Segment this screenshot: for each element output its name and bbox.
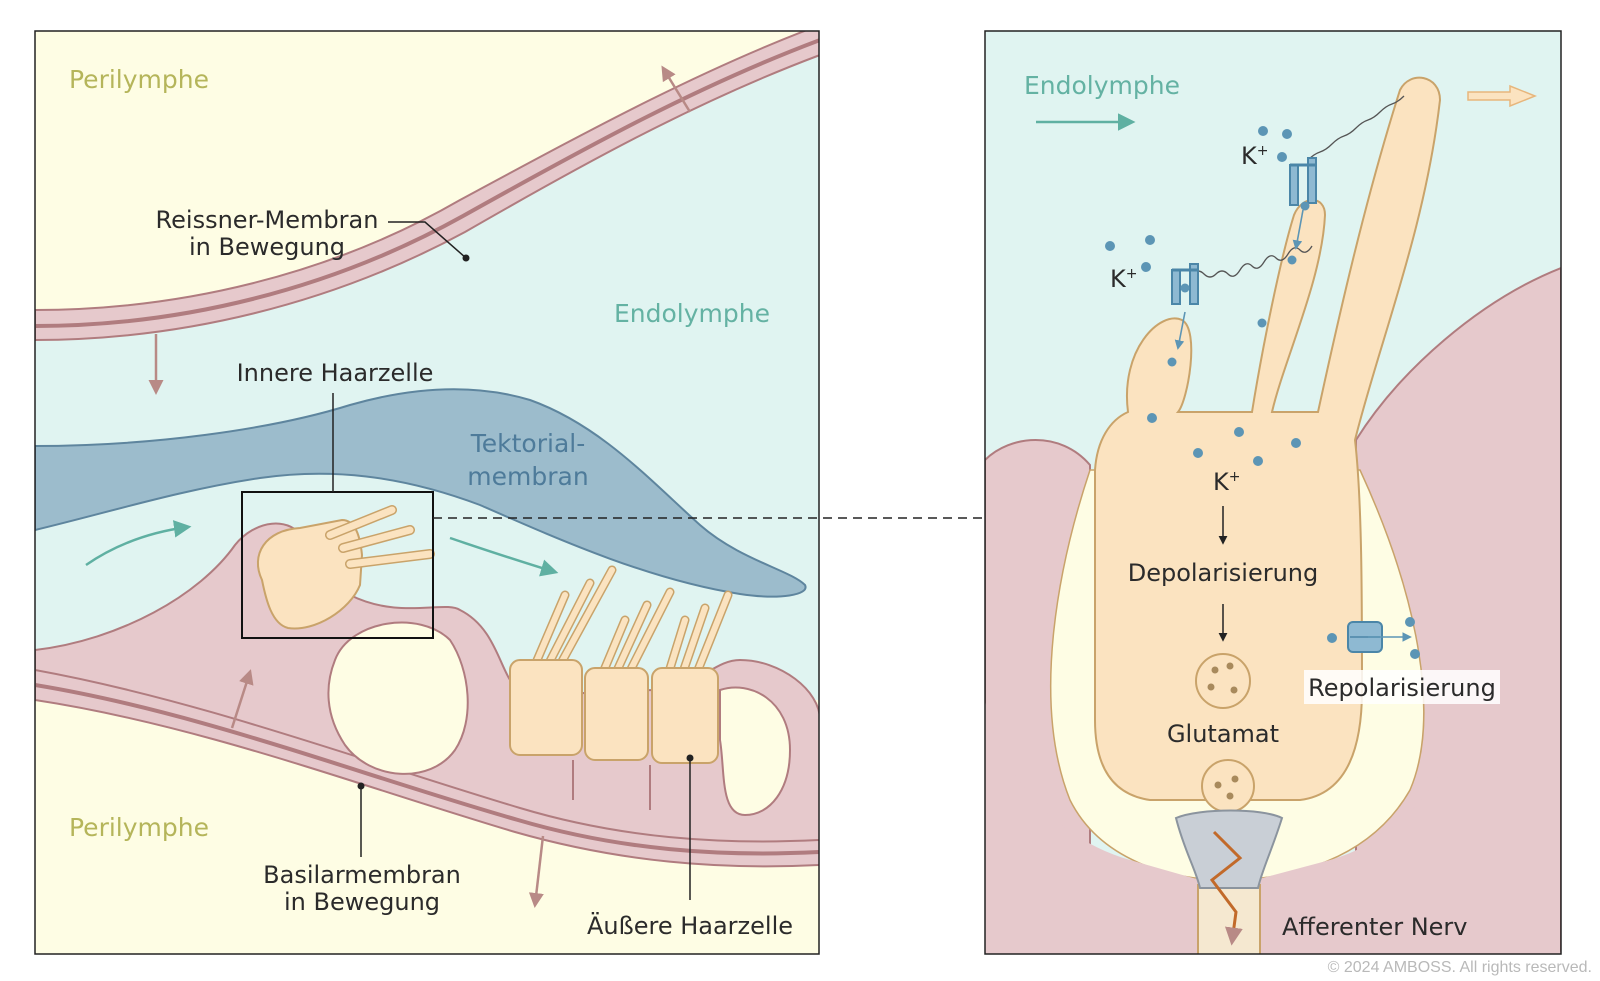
mechanotransduction-channel-1 [1171, 263, 1199, 305]
mechanotransduction-channel-2 [1289, 157, 1317, 206]
reissner-leader [388, 221, 467, 259]
k-ion-symbol: K [1241, 142, 1258, 170]
k-influx-arrow-2 [1292, 209, 1304, 250]
action-potential-arrow [1209, 830, 1243, 946]
k-ion-charge: + [1126, 266, 1138, 282]
k-ion-symbol: K [1110, 265, 1127, 293]
left-panel: Perilymphe Endolymphe Reissner-Membran i… [35, 31, 819, 954]
k-ion-label-2: K+ [1110, 265, 1137, 293]
inner-hair-cell [256, 505, 435, 630]
releasing-vesicle [1201, 759, 1255, 813]
depolarisierung-label: Depolarisierung [1128, 559, 1319, 587]
basilar-label-line2: in Bewegung [284, 888, 440, 916]
afferent-nerve [1174, 809, 1284, 954]
reissner-up-arrow [661, 65, 692, 113]
copyright-notice: © 2024 AMBOSS. All rights reserved. [1327, 959, 1592, 976]
right-panel: Endolymphe K+ K+ K+ Depolarisierung Glut… [985, 31, 1561, 954]
zoom-box [241, 491, 434, 639]
endolymph-flow-arrow-1 [85, 520, 192, 567]
tectorial-membrane [35, 388, 807, 598]
tunnel-of-corti [327, 621, 469, 775]
stereocilia-deflection-arrow [1467, 84, 1538, 108]
k-ion-label-1: K+ [1241, 142, 1268, 170]
tektorial-label-line2: membran [467, 462, 588, 491]
basilar-label-line1: Basilarmembran [263, 861, 461, 889]
basilar-down-arrow [528, 835, 545, 908]
repolarisierung-label: Repolarisierung [1308, 674, 1496, 702]
reissner-label-line1: Reissner-Membran [156, 206, 379, 234]
endolymph-flow-arrow-2 [449, 536, 559, 577]
endolymphe-right-label: Endolymphe [1024, 71, 1180, 100]
innere-haarzelle-label: Innere Haarzelle [237, 359, 434, 387]
aeussere-haarzelle-label: Äußere Haarzelle [587, 911, 793, 940]
k-ion-label-3: K+ [1213, 468, 1240, 496]
potassium-ions [1105, 126, 1420, 659]
tip-link-2 [1307, 95, 1405, 161]
k-influx-arrow-1 [1174, 311, 1186, 350]
k-ion-symbol: K [1213, 468, 1230, 496]
perilymphe-top-label: Perilymphe [69, 65, 209, 94]
tektorial-label-line1: Tektorial- [470, 429, 586, 458]
reissner-membrane [35, 31, 819, 342]
k-ion-charge: + [1257, 143, 1269, 159]
outer-hair-cells [509, 565, 733, 810]
basilar-up-arrow [230, 669, 254, 729]
glutamate-vesicle [1195, 653, 1251, 709]
basilar-membrane [35, 668, 819, 868]
hair-cell-magnified [1094, 76, 1442, 801]
tip-link-1 [1191, 245, 1313, 278]
glutamat-label: Glutamat [1167, 720, 1279, 748]
perilymphe-bottom-label: Perilymphe [69, 813, 209, 842]
endolymphe-label: Endolymphe [614, 299, 770, 328]
reissner-label-line2: in Bewegung [189, 233, 345, 261]
k-ion-charge: + [1229, 469, 1241, 485]
afferenter-nerv-label: Afferenter Nerv [1282, 913, 1468, 941]
